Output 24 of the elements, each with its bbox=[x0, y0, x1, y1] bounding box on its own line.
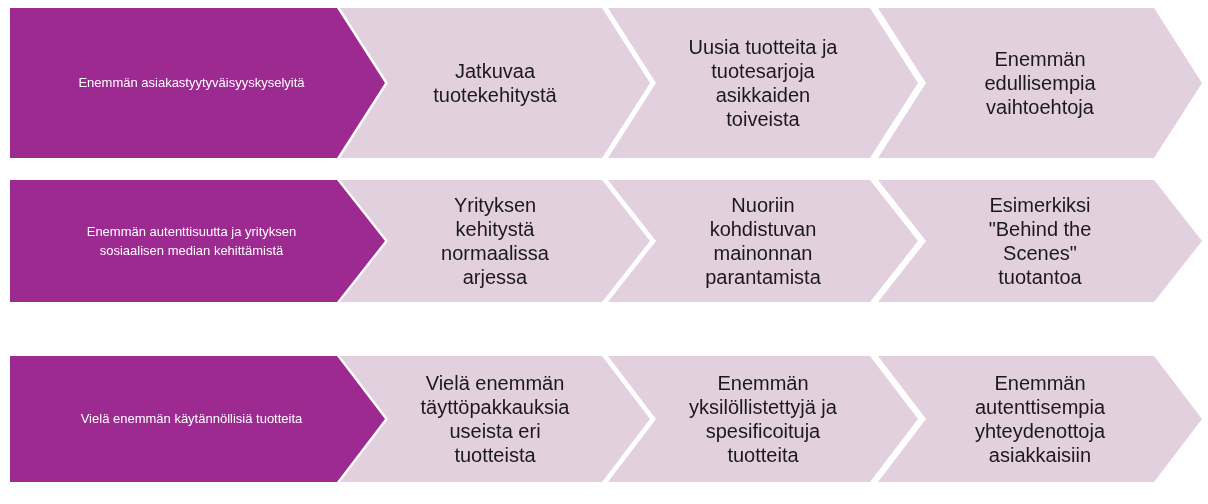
step-label: Esimerkiksi "Behind the Scenes" tuotantoa bbox=[987, 193, 1093, 289]
chevron-shape bbox=[878, 180, 1202, 302]
step-label: Enemmän yksilöllistettyjä ja spesificoituja tuotteita bbox=[688, 371, 838, 467]
chevron-shape bbox=[608, 356, 918, 482]
step-label: Yrityksen kehitystä normaalissa arjessa bbox=[440, 193, 550, 289]
step-label: Vielä enemmän käytännöllisiä tuotteita bbox=[80, 410, 303, 429]
heading-pentagon bbox=[10, 180, 385, 302]
step-label: Vielä enemmän täyttöpakkauksia useista eri tuotteista bbox=[419, 371, 571, 467]
step-label: Enemmän asiakastyytyväisyyskyselyitä bbox=[78, 74, 305, 93]
step-label: Nuoriin kohdistuvan mainonnan parantamista bbox=[704, 193, 822, 289]
chevron-shape bbox=[608, 8, 918, 158]
heading-pentagon bbox=[10, 356, 385, 482]
chevron-shape bbox=[340, 356, 650, 482]
heading-pentagon bbox=[10, 8, 385, 158]
step-label: Jatkuvaa tuotekehitystä bbox=[432, 59, 558, 107]
chevron-shape bbox=[340, 180, 650, 302]
step-label: Enemmän edullisempia vaihtoehtoja bbox=[983, 47, 1097, 119]
step-label: Enemmän autenttisuutta ja yrityksen sosiaalisen median kehittämistä bbox=[85, 222, 298, 260]
step-label: Uusia tuotteita ja tuotesarjoja asikkaiden toiveista bbox=[687, 35, 839, 131]
chevron-shape bbox=[878, 356, 1202, 482]
step-label: Enemmän autenttisempia yhteydenottoja asiakkaisiin bbox=[973, 371, 1107, 467]
chevron-shape bbox=[608, 180, 918, 302]
chevron-shape bbox=[878, 8, 1202, 158]
chevron-shape bbox=[340, 8, 650, 158]
